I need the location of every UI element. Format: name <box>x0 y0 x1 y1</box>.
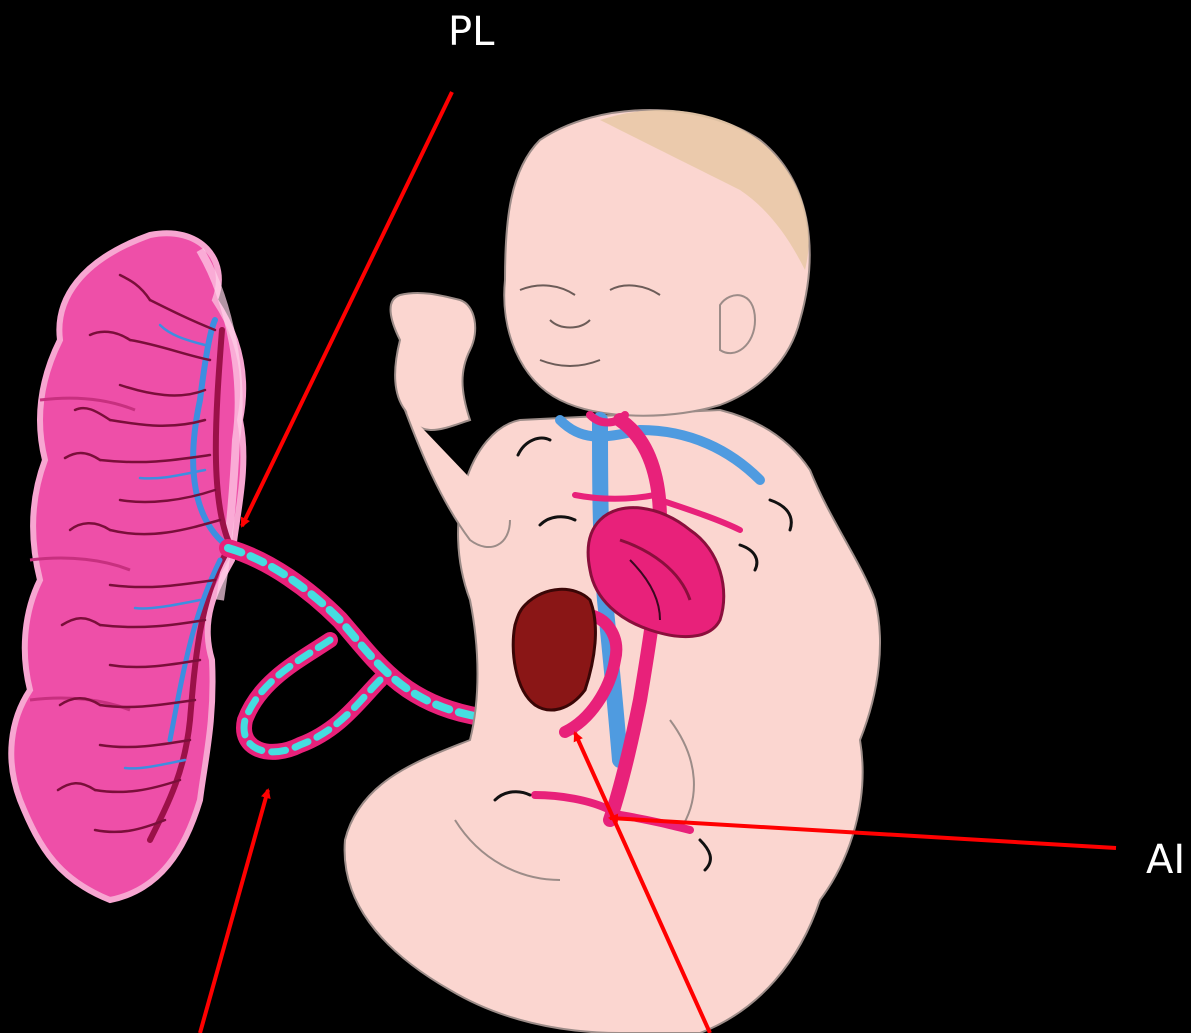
label-ai: AI <box>1146 840 1185 880</box>
cord-pointer <box>200 790 268 1033</box>
liver <box>513 589 595 710</box>
label-pl: PL <box>448 12 494 52</box>
